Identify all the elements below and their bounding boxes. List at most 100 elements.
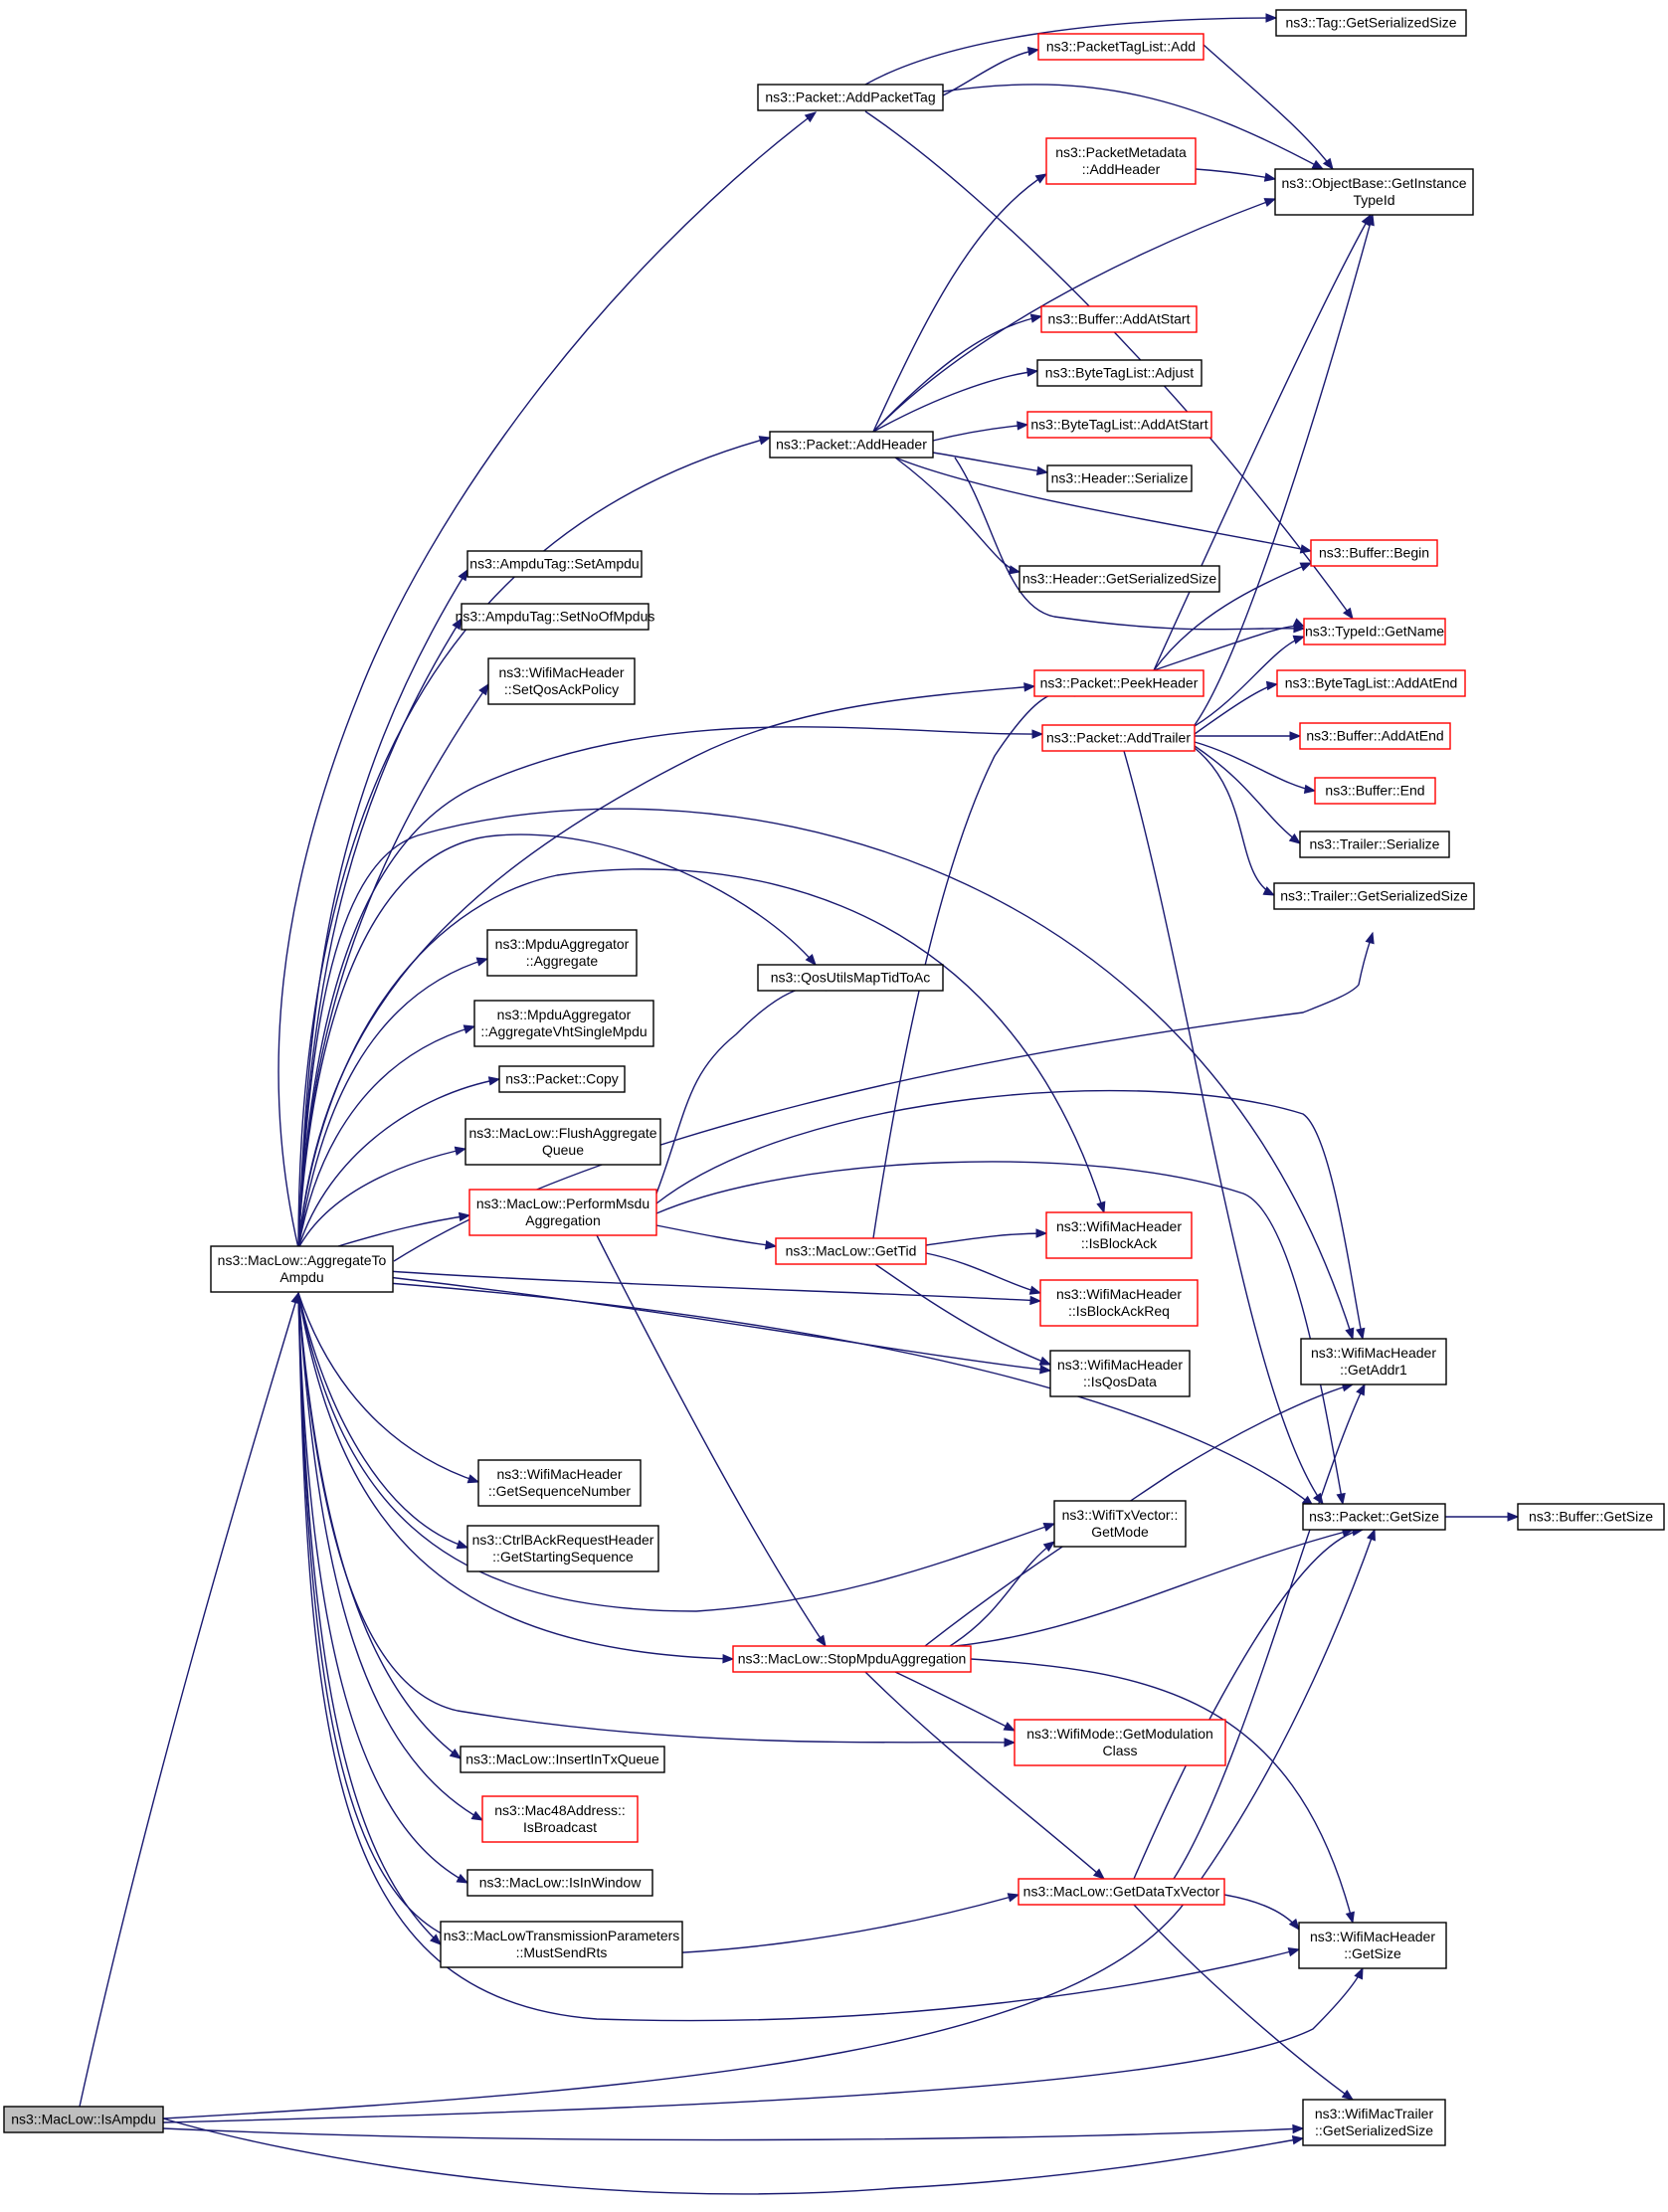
call-edge-ag14 xyxy=(297,833,817,1249)
node-getseqnum[interactable]: ns3::WifiMacHeader::GetSequenceNumber xyxy=(477,1459,642,1507)
node-label: ns3::Packet::Copy xyxy=(505,1071,619,1087)
node-box xyxy=(461,603,649,631)
node-addtrailer[interactable]: ns3::Packet::AddTrailer xyxy=(1041,724,1196,752)
call-edge-g2 xyxy=(925,1232,1047,1246)
node-hsersize[interactable]: ns3::Header::GetSerializedSize xyxy=(1019,565,1220,593)
node-label: GetMode xyxy=(1091,1524,1149,1540)
call-edge-ag16 xyxy=(387,1276,1051,1372)
node-label: ::SetQosAckPolicy xyxy=(504,681,619,697)
node-isblockackreq[interactable]: ns3::WifiMacHeader::IsBlockAckReq xyxy=(1039,1279,1199,1327)
node-aggvht[interactable]: ns3::MpduAggregator::AggregateVhtSingleM… xyxy=(473,1000,654,1047)
node-box xyxy=(1033,669,1205,697)
node-mpduaggregate[interactable]: ns3::MpduAggregator::Aggregate xyxy=(486,929,638,977)
arrowhead-e2 xyxy=(1265,13,1278,23)
call-edge-e2 xyxy=(864,17,1277,86)
node-getdatatx[interactable]: ns3::MacLow::GetDataTxVector xyxy=(1018,1878,1225,1906)
node-btladjust[interactable]: ns3::ByteTagList::Adjust xyxy=(1036,359,1203,387)
node-isqosdata[interactable]: ns3::WifiMacHeader::IsQosData xyxy=(1049,1350,1191,1397)
node-txvecmode[interactable]: ns3::WifiTxVector::GetMode xyxy=(1053,1500,1187,1548)
node-bufaddatend[interactable]: ns3::Buffer::AddAtEnd xyxy=(1299,722,1451,750)
call-edge-ag19 xyxy=(297,1292,468,1549)
node-stopmpdu[interactable]: ns3::MacLow::StopMpduAggregation xyxy=(732,1645,972,1673)
call-edge-e23 xyxy=(1194,747,1275,896)
node-typeidname[interactable]: ns3::TypeId::GetName xyxy=(1303,618,1446,645)
node-setqosack[interactable]: ns3::WifiMacHeader::SetQosAckPolicy xyxy=(487,657,636,705)
node-isinwindow[interactable]: ns3::MacLow::IsInWindow xyxy=(466,1869,653,1897)
node-label: ::AggregateVhtSingleMpdu xyxy=(480,1023,647,1039)
call-edge-g1 xyxy=(872,692,1075,1239)
call-edge-d3 xyxy=(1223,1894,1300,1931)
node-pcopy[interactable]: ns3::Packet::Copy xyxy=(498,1065,626,1093)
call-edge-ag15 xyxy=(387,1270,1041,1302)
arrowhead-ag27 xyxy=(1007,1893,1020,1903)
node-hserialize[interactable]: ns3::Header::Serialize xyxy=(1046,464,1193,492)
node-addheader[interactable]: ns3::Packet::AddHeader xyxy=(769,431,934,459)
arrowhead-p4 xyxy=(764,1239,778,1250)
node-bufend[interactable]: ns3::Buffer::End xyxy=(1314,777,1436,805)
node-pmaddheader[interactable]: ns3::PacketMetadata::AddHeader xyxy=(1045,137,1197,185)
node-peekheader[interactable]: ns3::Packet::PeekHeader xyxy=(1033,669,1205,697)
node-label: ns3::ObjectBase::GetInstance xyxy=(1282,175,1467,191)
call-edge-e6 xyxy=(1195,168,1276,180)
node-btladdatstart[interactable]: ns3::ByteTagList::AddAtStart xyxy=(1026,411,1212,439)
node-bufaddatstart[interactable]: ns3::Buffer::AddAtStart xyxy=(1040,305,1198,333)
node-gettid[interactable]: ns3::MacLow::GetTid xyxy=(775,1237,927,1265)
node-label: ::IsQosData xyxy=(1083,1374,1157,1389)
node-box xyxy=(775,1237,927,1265)
node-insertintx[interactable]: ns3::MacLow::InsertInTxQueue xyxy=(460,1746,665,1773)
node-whgetsize[interactable]: ns3::WifiMacHeader::GetSize xyxy=(1298,1922,1447,1969)
arrowhead-b1 xyxy=(1507,1512,1520,1522)
node-mustsendrts[interactable]: ns3::MacLowTransmissionParameters::MustS… xyxy=(440,1921,683,1968)
node-addpackettag[interactable]: ns3::Packet::AddPacketTag xyxy=(757,84,944,111)
node-label: ns3::WifiMacHeader xyxy=(1310,1929,1435,1944)
call-edge-ag17 xyxy=(297,808,1354,1340)
node-tagsize[interactable]: ns3::Tag::GetSerializedSize xyxy=(1275,9,1467,37)
node-box xyxy=(1274,168,1474,216)
node-setnompdus[interactable]: ns3::AmpduTag::SetNoOfMpdus xyxy=(456,603,655,631)
node-btladdatend[interactable]: ns3::ByteTagList::AddAtEnd xyxy=(1276,669,1466,697)
node-label: ns3::ByteTagList::AddAtEnd xyxy=(1285,675,1458,691)
call-edge-p4 xyxy=(655,1224,777,1247)
node-pgetsize[interactable]: ns3::Packet::GetSize xyxy=(1302,1503,1446,1531)
node-qosmaptid[interactable]: ns3::QosUtilsMapTidToAc xyxy=(757,964,944,992)
node-isblockack[interactable]: ns3::WifiMacHeader::IsBlockAck xyxy=(1045,1211,1193,1259)
node-box xyxy=(481,1795,639,1843)
node-ptladd[interactable]: ns3::PacketTagList::Add xyxy=(1037,33,1205,61)
node-label: ns3::Mac48Address:: xyxy=(494,1802,626,1818)
node-isbroadcast[interactable]: ns3::Mac48Address::IsBroadcast xyxy=(481,1795,639,1843)
call-edge-e5 xyxy=(1203,44,1334,170)
node-box xyxy=(1039,1279,1199,1327)
node-label: ::GetSize xyxy=(1344,1945,1401,1961)
node-bufbegin[interactable]: ns3::Buffer::Begin xyxy=(1310,539,1438,567)
node-setampdu[interactable]: ns3::AmpduTag::SetAmpdu xyxy=(466,550,643,578)
node-wtsersize[interactable]: ns3::WifiMacTrailer::GetSerializedSize xyxy=(1302,2099,1446,2146)
arrowhead-e6 xyxy=(1263,172,1277,182)
arrowhead-ag23 xyxy=(449,1748,463,1759)
arrowhead-d4 xyxy=(1341,2089,1355,2101)
call-edge-d1 xyxy=(1133,1529,1364,1880)
node-box xyxy=(1045,137,1197,185)
node-bufgetsize[interactable]: ns3::Buffer::GetSize xyxy=(1517,1503,1665,1531)
node-box xyxy=(473,1000,654,1047)
node-getaddr1[interactable]: ns3::WifiMacHeader::GetAddr1 xyxy=(1300,1338,1447,1385)
arrowhead-ag1 xyxy=(804,111,818,123)
node-label: ns3::Trailer::GetSerializedSize xyxy=(1280,888,1468,904)
node-tsersize[interactable]: ns3::Trailer::GetSerializedSize xyxy=(1273,882,1475,910)
call-edge-s3 xyxy=(970,1658,1354,1924)
node-label: ns3::PacketMetadata xyxy=(1055,144,1187,160)
node-tserialize[interactable]: ns3::Trailer::Serialize xyxy=(1299,830,1450,858)
node-box xyxy=(1276,669,1466,697)
call-edge-e13 xyxy=(894,457,1312,552)
arrowhead-ag13 xyxy=(1096,1200,1106,1214)
node-label: ns3::ByteTagList::AddAtStart xyxy=(1030,417,1207,433)
node-label: ns3::Buffer::GetSize xyxy=(1529,1509,1653,1525)
node-getstartseq[interactable]: ns3::CtrlBAckRequestHeader::GetStartingS… xyxy=(466,1525,659,1572)
node-isampdu[interactable]: ns3::MacLow::IsAmpdu xyxy=(3,2106,164,2133)
node-label: ::IsBlockAck xyxy=(1081,1235,1158,1251)
node-label: ns3::Packet::AddPacketTag xyxy=(765,90,935,105)
